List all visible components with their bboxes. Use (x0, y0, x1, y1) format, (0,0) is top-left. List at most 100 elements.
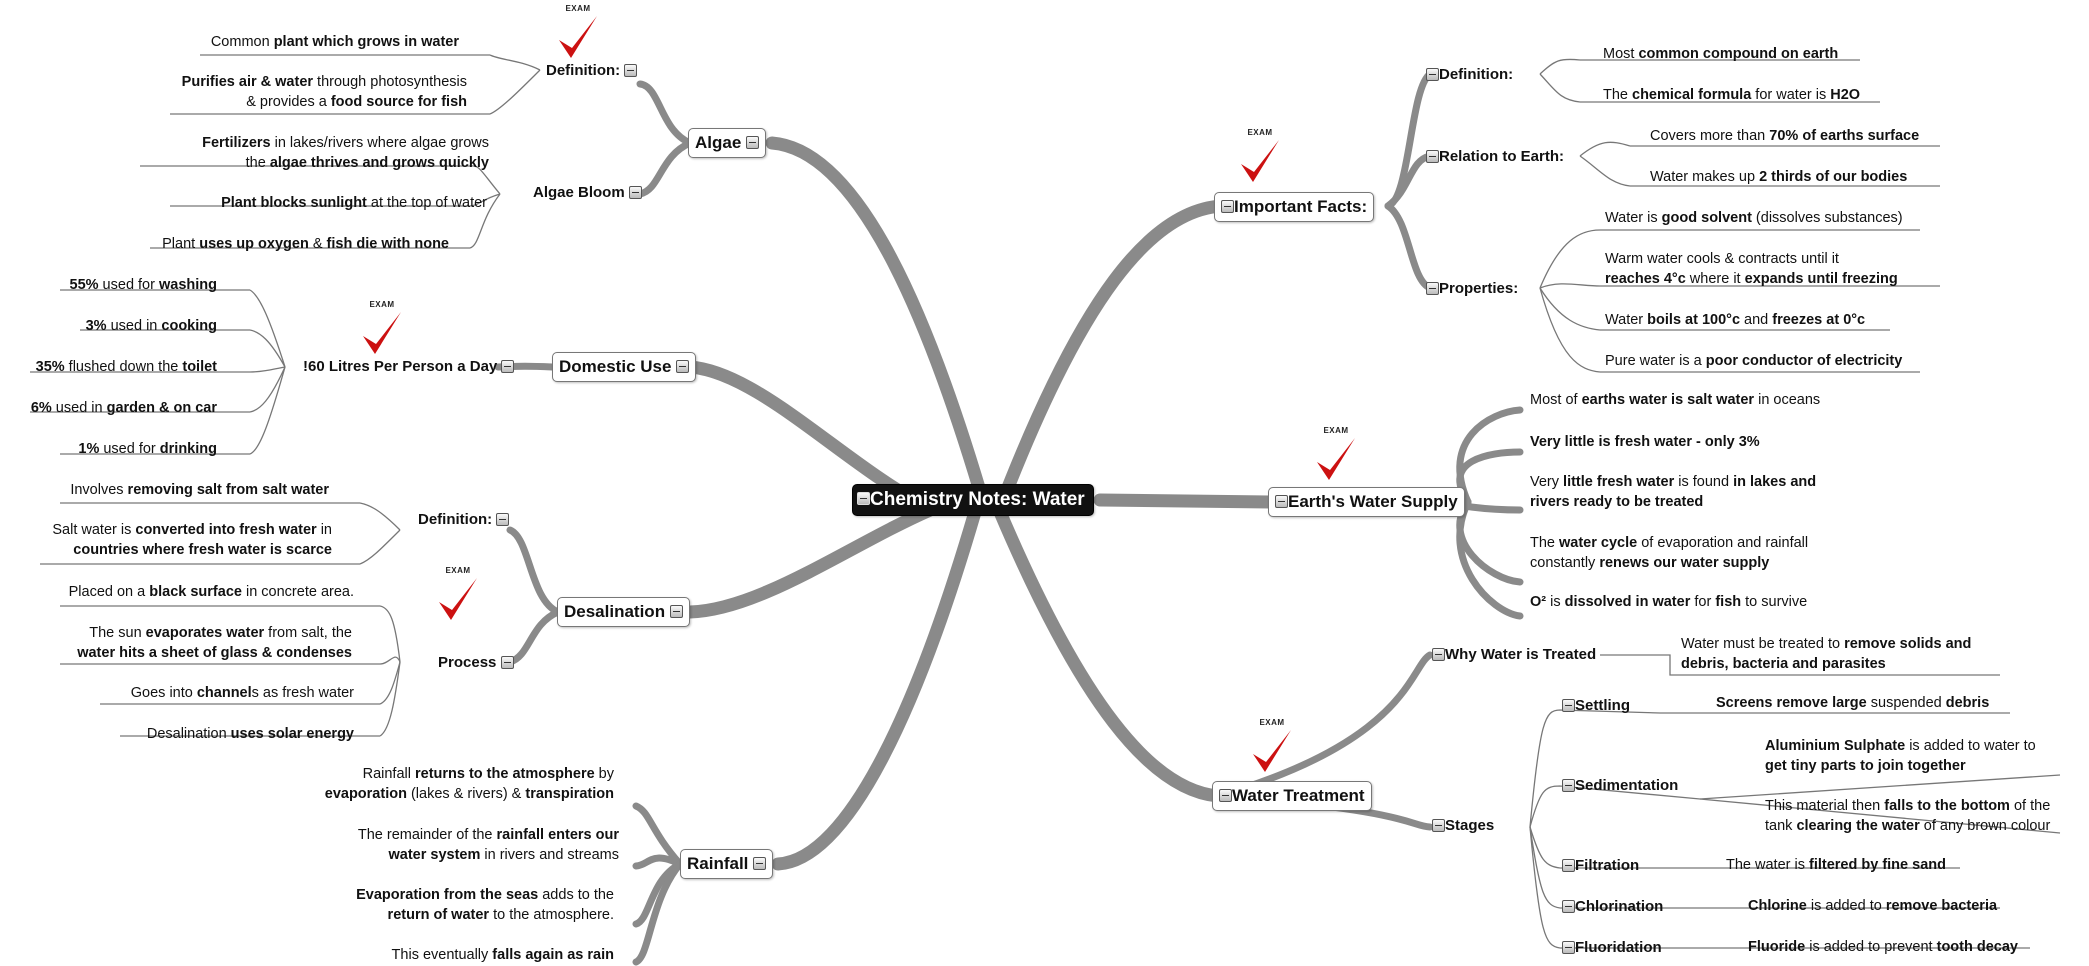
collapse-box-icon[interactable] (1426, 67, 1439, 81)
leaf-properties-4: Pure water is a poor conductor of electr… (1605, 353, 1903, 369)
branch-to-important-facts (993, 199, 1229, 515)
branch-domestic-use[interactable]: Domestic Use (552, 352, 697, 382)
treatment-why[interactable]: Why Water is Treated (1432, 646, 1596, 664)
algae-definition[interactable]: Definition: (546, 62, 638, 80)
leaf-supply-5: O² is dissolved in water for fish to sur… (1530, 594, 1808, 610)
branch-treatment-label: Water Treatment (1232, 786, 1365, 805)
leaf-desal-def-2: Salt water is converted into fresh water… (52, 522, 332, 558)
branch-desalination[interactable]: Desalination (557, 597, 690, 627)
stage-chlorination[interactable]: Chlorination (1562, 898, 1663, 916)
leaf-properties-3: Water boils at 100°c and freezes at 0°c (1605, 312, 1866, 328)
important-relation[interactable]: Relation to Earth: (1426, 148, 1564, 166)
branch-important-label: Important Facts: (1234, 197, 1368, 216)
leaf-properties-1: Water is good solvent (dissolves substan… (1605, 210, 1903, 226)
leaf-relation-1: Covers more than 70% of earths surface (1650, 128, 1920, 144)
collapse-box-icon[interactable] (676, 360, 690, 374)
exam-tick-icon: EXAM (1235, 128, 1285, 190)
branch-rainfall[interactable]: Rainfall (680, 849, 774, 879)
branch-rainfall-label: Rainfall (687, 854, 749, 873)
collapse-box-icon[interactable] (501, 359, 515, 373)
leaf-litres-1: 55% used for washing (69, 277, 218, 293)
leaf-important-def-1: Most common compound on earth (1603, 46, 1839, 62)
collapse-box-icon[interactable] (1562, 698, 1575, 712)
branch-to-algae (765, 136, 992, 515)
exam-tick-icon: EXAM (1247, 718, 1297, 780)
collapse-box-icon[interactable] (1221, 200, 1234, 214)
leaf-filtration-1: The water is filtered by fine sand (1726, 857, 1946, 873)
leaf-why-1: Water must be treated to remove solids a… (1681, 636, 1972, 672)
leaf-bloom-3: Plant uses up oxygen & fish die with non… (162, 236, 449, 252)
branch-supply-label: Earth's Water Supply (1288, 492, 1458, 511)
branch-to-water-treatment (993, 505, 1225, 803)
collapse-box-icon[interactable] (500, 655, 514, 669)
stage-fluoridation[interactable]: Fluoridation (1562, 939, 1662, 957)
important-definition[interactable]: Definition: (1426, 66, 1513, 84)
leaf-settling-1: Screens remove large suspended debris (1716, 695, 1990, 711)
collapse-box-icon[interactable] (1275, 495, 1288, 509)
collapse-box-icon[interactable] (624, 63, 638, 77)
branch-important-facts[interactable]: Important Facts: (1214, 192, 1375, 222)
leaf-supply-4: The water cycle of evaporation and rainf… (1530, 535, 1809, 571)
collapse-box-icon[interactable] (1432, 818, 1445, 832)
algae-bloom[interactable]: Algae Bloom (533, 184, 642, 202)
branch-to-earths-water-supply (1093, 493, 1277, 509)
leaf-bloom-2: Plant blocks sunlight at the top of wate… (221, 195, 487, 211)
root-node[interactable]: Chemistry Notes: Water (852, 484, 1094, 516)
leaf-supply-1: Most of earths water is salt water in oc… (1530, 392, 1821, 408)
desalination-definition[interactable]: Definition: (418, 511, 510, 529)
collapse-box-icon[interactable] (1219, 789, 1232, 803)
exam-tick-icon: EXAM (553, 4, 603, 66)
stage-filtration[interactable]: Filtration (1562, 857, 1639, 875)
collapse-box-icon[interactable] (753, 857, 767, 871)
branch-to-rainfall (771, 505, 982, 871)
leaf-rainfall-2: The remainder of the rainfall enters our… (357, 827, 619, 863)
collapse-box-icon[interactable] (1426, 149, 1439, 163)
exam-tick-icon: EXAM (1311, 426, 1361, 488)
exam-tick-icon: EXAM (357, 300, 407, 362)
leaf-litres-3: 35% flushed down the toilet (35, 359, 217, 375)
root-label: Chemistry Notes: Water (870, 489, 1085, 510)
leaf-supply-3: Very little fresh water is found in lake… (1530, 474, 1817, 510)
exam-tick-icon: EXAM (433, 566, 483, 628)
leaf-bloom-1: Fertilizers in lakes/rivers where algae … (202, 135, 489, 171)
branch-domestic-label: Domestic Use (559, 357, 672, 376)
leaf-algae-def-2: Purifies air & water through photosynthe… (181, 74, 467, 110)
branch-algae-label: Algae (695, 133, 742, 152)
collapse-box-icon[interactable] (496, 512, 510, 526)
collapse-box-icon[interactable] (1562, 940, 1575, 954)
stage-settling[interactable]: Settling (1562, 697, 1630, 715)
collapse-box-icon[interactable] (1562, 778, 1575, 792)
litres-per-day[interactable]: !60 Litres Per Person a Day (303, 358, 515, 376)
treatment-stages[interactable]: Stages (1432, 817, 1494, 835)
branch-desalination-label: Desalination (564, 602, 666, 621)
leaf-fluoridation-1: Fluoride is added to prevent tooth decay (1748, 939, 2018, 955)
leaf-supply-2: Very little is fresh water - only 3% (1530, 434, 1760, 450)
leaf-litres-2: 3% used in cooking (85, 318, 217, 334)
collapse-box-icon[interactable] (628, 185, 642, 199)
collapse-box-icon[interactable] (857, 492, 870, 506)
leaf-litres-4: 6% used in garden & on car (30, 400, 217, 416)
collapse-box-icon[interactable] (1562, 858, 1575, 872)
branch-earths-water-supply[interactable]: Earth's Water Supply (1268, 487, 1465, 517)
leaf-algae-def-1: Common plant which grows in water (210, 34, 459, 50)
collapse-box-icon[interactable] (746, 136, 760, 150)
important-properties[interactable]: Properties: (1426, 280, 1518, 298)
leaf-desal-def-1: Involves removing salt from salt water (70, 482, 329, 498)
desalination-process[interactable]: Process (438, 654, 514, 672)
leaf-rainfall-4: This eventually falls again as rain (391, 947, 614, 963)
leaf-relation-2: Water makes up 2 thirds of our bodies (1650, 169, 1908, 185)
leaf-important-def-2: The chemical formula for water is H2O (1603, 87, 1861, 103)
collapse-box-icon[interactable] (1432, 647, 1445, 661)
branch-water-treatment[interactable]: Water Treatment (1212, 781, 1372, 811)
branch-algae[interactable]: Algae (688, 128, 767, 158)
collapse-box-icon[interactable] (669, 605, 683, 619)
collapse-box-icon[interactable] (1426, 281, 1439, 295)
leaf-litres-5: 1% used for drinking (78, 441, 217, 457)
stage-sedimentation[interactable]: Sedimentation (1562, 777, 1678, 795)
collapse-box-icon[interactable] (1562, 899, 1575, 913)
